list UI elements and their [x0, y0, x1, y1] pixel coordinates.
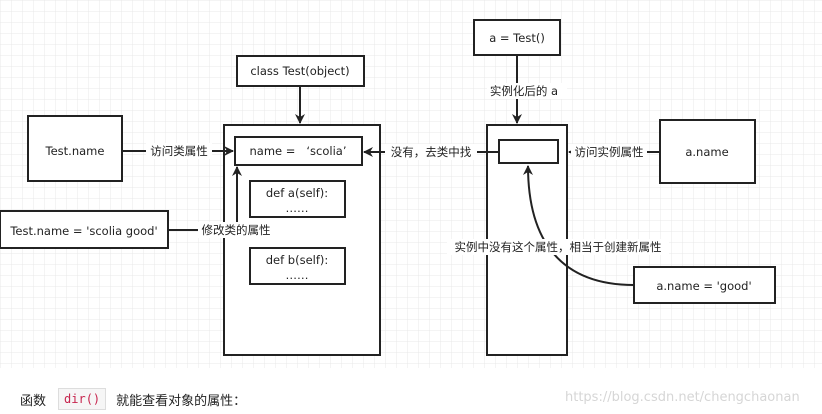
class-instance-diagram: a = Test() class Test(object) name = ‘sc…: [0, 0, 822, 368]
footer-prefix: 函数: [20, 393, 47, 409]
footer-text: 函数 dir() 就能查看对象的属性：: [20, 386, 246, 412]
modify-class-attr-label: 修改类的属性: [202, 223, 271, 237]
name-attribute-text: name = ‘scolia’: [250, 144, 347, 158]
access-instance-attr-label: 访问实例属性: [575, 145, 644, 159]
a-name-text: a.name: [685, 145, 728, 159]
instantiate-label: 实例化后的 a: [490, 84, 558, 98]
instantiate-box: [473, 19, 561, 56]
footer-suffix: 就能查看对象的属性：: [116, 393, 247, 409]
method-a-text: def a(self):: [266, 186, 328, 200]
method-a-box: [249, 180, 346, 218]
method-b-body: ……: [286, 268, 309, 282]
access-class-attr-label: 访问类属性: [150, 144, 208, 158]
test-name-text: Test.name: [45, 144, 105, 158]
a-name-assign-box: [633, 266, 776, 304]
instantiate-text: a = Test(): [489, 31, 545, 45]
class-definition-text: class Test(object): [250, 64, 349, 78]
instance-attr-slot: [498, 139, 559, 164]
lookup-class-label: 没有，去类中找: [391, 145, 472, 159]
inline-code: dir(): [58, 388, 107, 410]
method-a-body: ……: [286, 201, 309, 215]
watermark: https://blog.csdn.net/chengchaonan: [565, 390, 800, 405]
create-attr-label: 实例中没有这个属性，相当于创建新属性: [455, 240, 662, 254]
method-b-box: [249, 247, 346, 285]
a-name-assign-text: a.name = 'good': [656, 279, 751, 293]
method-b-text: def b(self):: [266, 253, 329, 267]
class-definition-box: [236, 55, 365, 87]
name-attribute-box: [234, 136, 363, 166]
test-name-box: [27, 115, 123, 182]
modify-class-attr-text: Test.name = 'scolia good': [9, 224, 157, 238]
